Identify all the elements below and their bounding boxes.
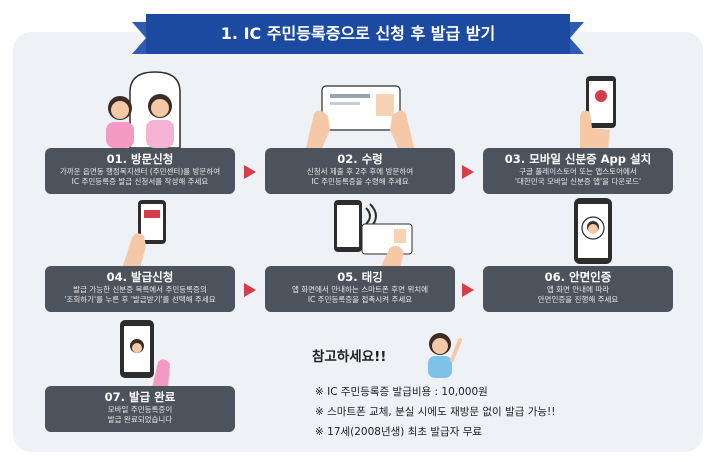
hand-right bbox=[390, 110, 414, 148]
step-tagging: 05. 태깅 앱 화면에서 안내하는 스마트폰 후면 위치에 IC 주민등록증을… bbox=[265, 266, 455, 312]
face-scan-illustration bbox=[574, 198, 612, 264]
hand bbox=[122, 233, 146, 268]
banner-ribbon-left bbox=[132, 22, 146, 54]
step-desc-line: IC 주민등록증을 수령해 주세요 bbox=[311, 177, 409, 186]
issue-complete-illustration bbox=[120, 320, 170, 388]
hand bbox=[380, 245, 404, 268]
arrow-right-icon bbox=[244, 283, 256, 297]
step-desc-line: 앱 화면 안내에 따라 bbox=[546, 285, 610, 294]
visitor-face bbox=[111, 101, 129, 119]
note-item: ※ 스마트폰 교체, 분실 시에도 재방문 없이 발급 가능!! bbox=[315, 406, 556, 418]
step-title: 02. 수령 bbox=[337, 152, 383, 166]
step-face-auth: 06. 안면인증 앱 화면 안내에 따라 안면인증을 진행해 주세요 bbox=[483, 266, 673, 312]
step-desc-line: '조회하기'를 누른 후 '발급받기'를 선택해 주세요 bbox=[64, 295, 216, 304]
card-photo bbox=[376, 94, 394, 116]
phone-screen bbox=[337, 205, 359, 247]
face-scan-icon bbox=[581, 216, 605, 240]
step-title: 06. 안면인증 bbox=[544, 270, 612, 284]
step-title: 01. 방문신청 bbox=[106, 152, 174, 166]
tap-phone-illustration bbox=[122, 200, 166, 268]
pointing-arm bbox=[450, 338, 462, 362]
step-title: 05. 태깅 bbox=[337, 270, 383, 284]
card-line bbox=[330, 94, 370, 98]
step-desc-line: 가까운 읍면동 행정복지센터 (주민센터)를 방문하여 bbox=[59, 167, 221, 176]
nfc-tag-illustration bbox=[334, 200, 413, 268]
card-photo bbox=[394, 229, 406, 243]
step-desc-line: 앱 화면에서 안내하는 스마트폰 후면 위치에 bbox=[291, 285, 429, 294]
step-title: 03. 모바일 신분증 App 설치 bbox=[504, 152, 652, 166]
phone-app-illustration bbox=[580, 76, 616, 150]
arrow-right-icon bbox=[462, 283, 474, 297]
face bbox=[132, 343, 142, 353]
step-issue-request: 04. 발급신청 발급 가능한 신분증 목록에서 주민등록증의 '조회하기'를 … bbox=[45, 266, 235, 312]
face bbox=[432, 338, 448, 354]
banner-background bbox=[146, 14, 570, 54]
id-list-item bbox=[144, 210, 160, 218]
woman-pointing-illustration bbox=[428, 333, 462, 378]
step-issue-complete: 07. 발급 완료 모바일 주민등록증이 발급 완료되었습니다 bbox=[45, 386, 235, 432]
phone-screen bbox=[141, 204, 163, 240]
step-desc-line: 신청서 제출 후 2주 후에 방문하여 bbox=[306, 167, 414, 176]
step-visit-apply: 01. 방문신청 가까운 읍면동 행정복지센터 (주민센터)를 방문하여 IC … bbox=[45, 148, 235, 194]
arrow-right-icon bbox=[244, 165, 256, 179]
banner-ribbon-right bbox=[570, 22, 584, 54]
step-desc-line: IC 주민등록증 발급 신청서를 작성해 주세요 bbox=[71, 177, 209, 186]
note-item: ※ IC 주민등록증 발급비용 : 10,000원 bbox=[315, 386, 488, 398]
step-desc-line: 발급 완료되었습니다 bbox=[107, 415, 173, 424]
step-desc-line: 안면인증을 진행해 주세요 bbox=[537, 295, 619, 304]
step-desc-line: '대한민국 모바일 신분증 앱'을 다운로드' bbox=[514, 177, 642, 186]
visitor-body bbox=[106, 122, 134, 148]
hand-sleeve bbox=[152, 359, 170, 388]
step-desc-line: 모바일 주민등록증이 bbox=[107, 405, 173, 414]
visit-counter-illustration bbox=[106, 71, 181, 149]
step-install-app: 03. 모바일 신분증 App 설치 구글 플레이스토어 또는 앱스토어에서 '… bbox=[483, 148, 673, 194]
step-desc-line: 구글 플레이스토어 또는 앱스토어에서 bbox=[519, 167, 637, 176]
id-card-illustration bbox=[306, 85, 414, 148]
card-line bbox=[330, 102, 360, 105]
hand-left bbox=[306, 110, 330, 148]
step-desc-line: IC 주민등록증을 접촉시켜 주세요 bbox=[307, 295, 413, 304]
title-banner: 1. IC 주민등록증으로 신청 후 발급 받기 bbox=[132, 14, 584, 54]
hand bbox=[580, 110, 610, 150]
body bbox=[428, 356, 452, 378]
face bbox=[588, 224, 598, 234]
app-logo-icon bbox=[595, 90, 607, 102]
note-item: ※ 17세(2008년생) 최초 발급자 무료 bbox=[315, 426, 483, 438]
notes-title: 참고하세요!! bbox=[312, 349, 387, 365]
step-title: 04. 발급신청 bbox=[106, 270, 174, 284]
clerk-body bbox=[146, 120, 174, 148]
step-receive: 02. 수령 신청서 제출 후 2주 후에 방문하여 IC 주민등록증을 수령해… bbox=[265, 148, 455, 194]
clerk-face bbox=[151, 99, 169, 117]
arrow-right-icon bbox=[462, 165, 474, 179]
step-desc-line: 발급 가능한 신분증 목록에서 주민등록증의 bbox=[73, 285, 207, 294]
banner-title: 1. IC 주민등록증으로 신청 후 발급 받기 bbox=[220, 24, 496, 43]
step-title: 07. 발급 완료 bbox=[104, 390, 176, 404]
